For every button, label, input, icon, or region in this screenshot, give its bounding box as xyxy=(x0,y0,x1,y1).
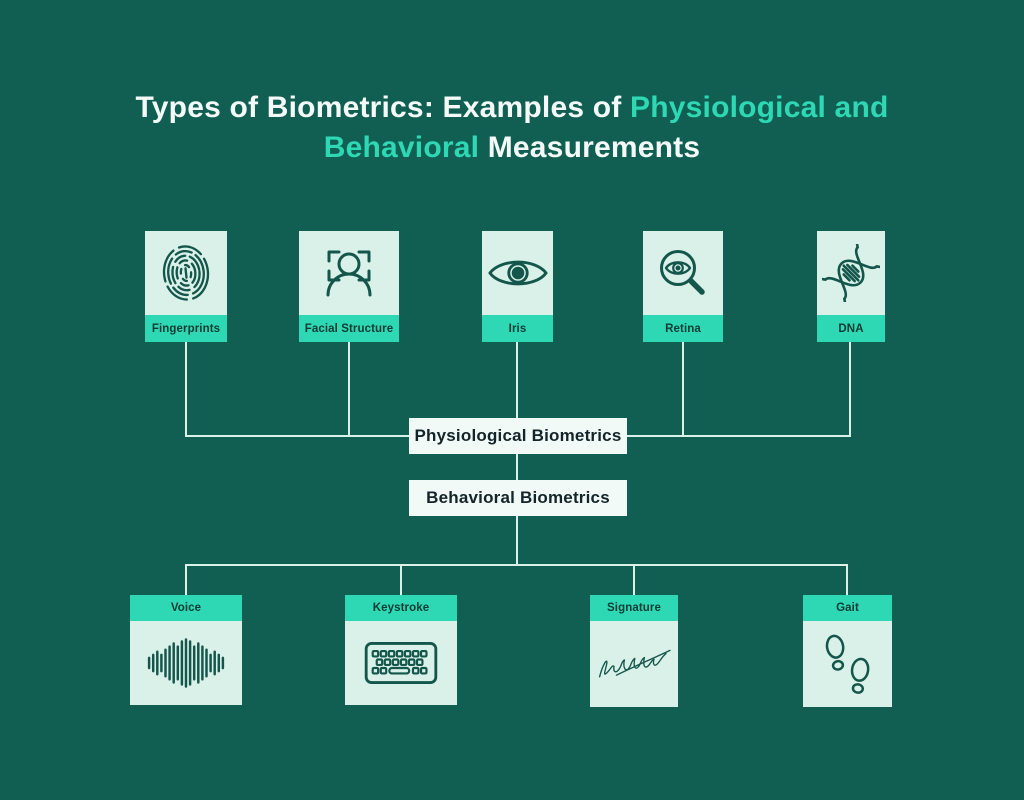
card-label-fingerprints: Fingerprints xyxy=(145,315,227,342)
title-text-white-1: Types of Biometrics: Examples of xyxy=(135,91,622,124)
connector-behavioral-down xyxy=(516,514,518,566)
connector-fingerprints-vertical xyxy=(185,342,187,437)
card-label-keystroke: Keystroke xyxy=(345,595,457,621)
dna-helix-icon xyxy=(817,231,885,315)
card-dna: DNA xyxy=(817,231,885,342)
connector-dna-vertical xyxy=(849,342,851,437)
card-label-iris: Iris xyxy=(482,315,553,342)
title-text-accent-2: Behavioral xyxy=(323,131,480,164)
fingerprint-icon xyxy=(145,231,227,315)
connector-retina-vertical xyxy=(682,342,684,437)
connector-signature-stub xyxy=(633,564,635,597)
facial-structure-icon xyxy=(299,231,399,315)
card-label-voice: Voice xyxy=(130,595,242,621)
connector-voice-stub xyxy=(185,564,187,597)
connector-keystroke-stub xyxy=(400,564,402,597)
voice-waveform-icon xyxy=(130,621,242,705)
signature-icon xyxy=(590,621,678,707)
card-fingerprints: Fingerprints xyxy=(145,231,227,342)
card-signature: Signature xyxy=(590,595,678,707)
card-label-dna: DNA xyxy=(817,315,885,342)
title-text-accent-1: Physiological and xyxy=(630,91,889,124)
card-keystroke: Keystroke xyxy=(345,595,457,705)
card-label-retina: Retina xyxy=(643,315,723,342)
page-title-line-2: Behavioral Measurements xyxy=(0,128,1024,168)
connector-facial-vertical xyxy=(348,342,350,437)
card-label-signature: Signature xyxy=(590,595,678,621)
connector-gait-stub xyxy=(846,564,848,597)
footprints-icon xyxy=(803,621,892,707)
retina-magnifier-icon xyxy=(643,231,723,315)
behavioral-biometrics-box: Behavioral Biometrics xyxy=(409,480,627,516)
keyboard-icon xyxy=(345,621,457,705)
connector-iris-vertical xyxy=(516,342,518,422)
iris-eye-icon xyxy=(482,231,553,315)
card-voice: Voice xyxy=(130,595,242,705)
card-facial-structure: Facial Structure xyxy=(299,231,399,342)
connector-physiological-right-horizontal xyxy=(625,435,851,437)
connector-physiological-left-horizontal xyxy=(185,435,413,437)
card-label-gait: Gait xyxy=(803,595,892,621)
connector-between-boxes xyxy=(516,452,518,482)
page-title-line-1: Types of Biometrics: Examples of Physiol… xyxy=(0,88,1024,128)
title-text-white-2: Measurements xyxy=(487,131,701,164)
card-retina: Retina xyxy=(643,231,723,342)
card-gait: Gait xyxy=(803,595,892,707)
connector-behavioral-horizontal xyxy=(185,564,848,566)
card-iris: Iris xyxy=(482,231,553,342)
card-label-facial-structure: Facial Structure xyxy=(299,315,399,342)
page-title: Types of Biometrics: Examples of Physiol… xyxy=(0,88,1024,168)
physiological-biometrics-box: Physiological Biometrics xyxy=(409,418,627,454)
